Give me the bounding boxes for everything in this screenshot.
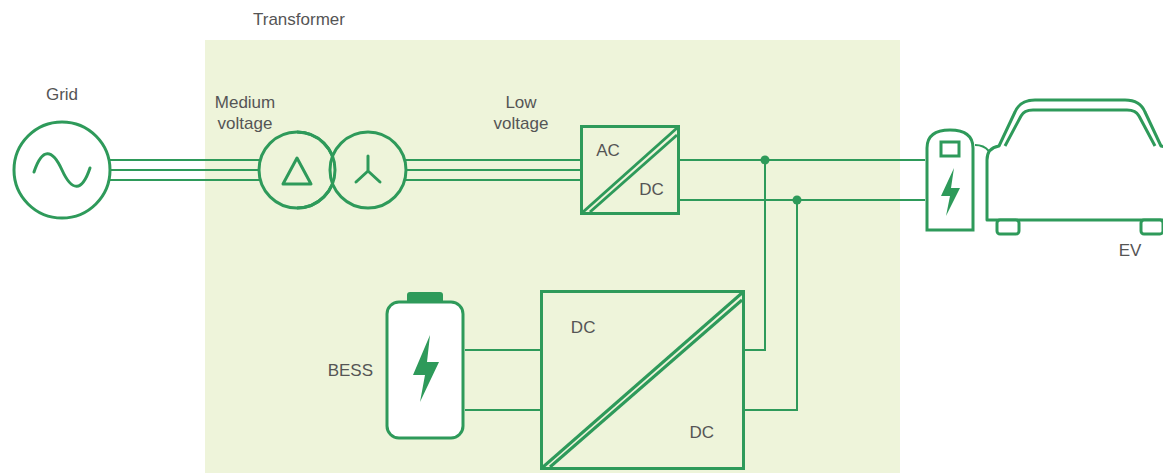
power-line	[680, 160, 925, 200]
voltage-label: Medium voltage	[200, 92, 290, 134]
node-shape	[385, 290, 465, 440]
transformer-symbol	[259, 132, 406, 208]
transformer-region-fill	[205, 40, 900, 473]
power-line	[465, 350, 540, 410]
battery-storage: BESS	[385, 290, 465, 440]
node-label: AC	[596, 140, 620, 161]
node-label: BESS	[328, 360, 373, 381]
grid-source: Grid	[12, 120, 112, 220]
junction-dots	[761, 156, 802, 205]
ac-dc-converter: AC DC	[580, 125, 680, 215]
node-label: Grid	[46, 84, 78, 105]
power-line	[745, 160, 925, 410]
ev-charger: EV	[925, 90, 1163, 270]
dc-dc-converter: DC DC	[540, 290, 745, 470]
voltage-label: Low voltage	[481, 92, 561, 134]
node-label: EV	[1119, 240, 1142, 261]
node-label: DC	[639, 179, 664, 200]
node-label: DC	[571, 317, 596, 338]
node-label: Transformer	[253, 9, 345, 30]
transformer-region: ACDCDCDCBESSTransformer	[205, 40, 900, 473]
node-shape	[12, 120, 112, 220]
node-shape	[583, 128, 677, 212]
node-label: DC	[690, 422, 715, 443]
